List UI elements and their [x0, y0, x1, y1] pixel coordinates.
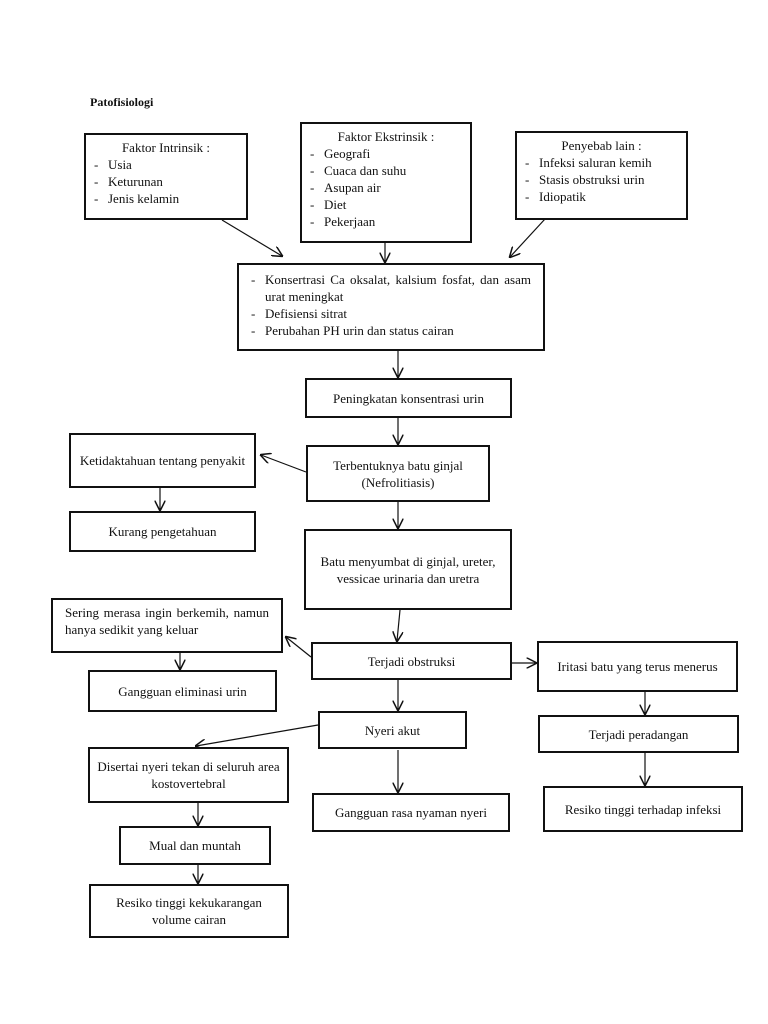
- list-item: -Perubahan PH urin dan status cairan: [251, 323, 454, 338]
- faktor-ekstrinsik-heading: Faktor Ekstrinsik :: [337, 129, 435, 144]
- obstruksi-box: Terjadi obstruksi: [311, 642, 512, 680]
- sering-berkemih-label: Sering merasa ingin berkemih, namun hany…: [65, 605, 269, 637]
- iritasi-box: Iritasi batu yang terus menerus: [537, 641, 738, 692]
- mual-muntah-label: Mual dan muntah: [149, 838, 241, 853]
- list-item-label: Idiopatik: [539, 189, 586, 204]
- arrow-nyeri-to-disertai: [196, 724, 319, 746]
- list-item: -Jenis kelamin: [94, 191, 180, 206]
- list-item-label: Keturunan: [108, 174, 163, 189]
- list-item: -Konsertrasi Ca oksalat, kalsium fosfat,…: [251, 272, 531, 304]
- terbentuk-box: Terbentuknya batu ginjal (Nefrolitiasis): [306, 445, 490, 502]
- list-item: -Geografi: [310, 146, 371, 161]
- list-item-label: Jenis kelamin: [108, 191, 180, 206]
- list-item-label: Diet: [324, 197, 347, 212]
- arrow-intrinsik-to-konsentrasi: [221, 219, 282, 256]
- list-item: -Usia: [94, 157, 132, 172]
- nyaman-nyeri-label: Gangguan rasa nyaman nyeri: [335, 805, 487, 820]
- list-item: -Defisiensi sitrat: [251, 306, 347, 321]
- arrow-penyebab-to-konsentrasi: [510, 218, 546, 257]
- resiko-cairan-label: Resiko tinggi kekukarangan volume cairan: [116, 895, 262, 927]
- list-item-label: Defisiensi sitrat: [265, 306, 347, 321]
- eliminasi-box: Gangguan eliminasi urin: [88, 670, 277, 712]
- disertai-label: Disertai nyeri tekan di seluruh area kos…: [97, 759, 280, 791]
- kurang-pengetahuan-box: Kurang pengetahuan: [69, 511, 256, 552]
- list-item-label: Cuaca dan suhu: [324, 163, 407, 178]
- konsentrasi-box: -Konsertrasi Ca oksalat, kalsium fosfat,…: [237, 263, 545, 351]
- faktor-ekstrinsik-box: Faktor Ekstrinsik : -Geografi -Cuaca dan…: [300, 122, 472, 243]
- list-item-label: Infeksi saluran kemih: [539, 155, 652, 170]
- list-item: -Stasis obstruksi urin: [525, 172, 645, 187]
- list-item-label: Usia: [108, 157, 132, 172]
- list-item-label: Stasis obstruksi urin: [539, 172, 645, 187]
- ketidaktahuan-label: Ketidaktahuan tentang penyakit: [79, 453, 246, 468]
- resiko-cairan-box: Resiko tinggi kekukarangan volume cairan: [89, 884, 289, 938]
- list-item: -Keturunan: [94, 174, 163, 189]
- penyebab-lain-box: Penyebab lain : -Infeksi saluran kemih -…: [515, 131, 688, 220]
- kurang-pengetahuan-label: Kurang pengetahuan: [108, 524, 217, 539]
- list-item: -Infeksi saluran kemih: [525, 155, 652, 170]
- nyeri-akut-box: Nyeri akut: [318, 711, 467, 749]
- nyeri-akut-label: Nyeri akut: [364, 722, 421, 738]
- peningkatan-label: Peningkatan konsentrasi urin: [333, 390, 484, 406]
- ketidaktahuan-box: Ketidaktahuan tentang penyakit: [69, 433, 256, 488]
- disertai-box: Disertai nyeri tekan di seluruh area kos…: [88, 747, 289, 803]
- list-item: -Cuaca dan suhu: [310, 163, 407, 178]
- list-item-label: Konsertrasi Ca oksalat, kalsium fosfat, …: [265, 272, 531, 304]
- page-title: Patofisiologi: [90, 95, 154, 109]
- list-item: -Asupan air: [310, 180, 381, 195]
- penyebab-lain-heading: Penyebab lain :: [561, 138, 642, 153]
- list-item: -Idiopatik: [525, 189, 586, 204]
- list-item: -Diet: [310, 197, 347, 212]
- arrow-terbentuk-to-ketidaktahuan: [261, 455, 307, 473]
- nyaman-nyeri-box: Gangguan rasa nyaman nyeri: [312, 793, 510, 832]
- list-item-label: Asupan air: [324, 180, 381, 195]
- peradangan-label: Terjadi peradangan: [588, 726, 689, 742]
- list-item: -Pekerjaan: [310, 214, 376, 229]
- peradangan-box: Terjadi peradangan: [538, 715, 739, 753]
- mual-muntah-box: Mual dan muntah: [119, 826, 271, 865]
- list-item-label: Pekerjaan: [324, 214, 376, 229]
- peningkatan-box: Peningkatan konsentrasi urin: [305, 378, 512, 418]
- konsentrasi-list: -Konsertrasi Ca oksalat, kalsium fosfat,…: [251, 271, 531, 339]
- penyebab-lain-list: -Infeksi saluran kemih -Stasis obstruksi…: [525, 154, 678, 205]
- iritasi-label: Iritasi batu yang terus menerus: [557, 659, 718, 674]
- sering-berkemih-box: Sering merasa ingin berkemih, namun hany…: [51, 598, 283, 653]
- resiko-infeksi-label: Resiko tinggi terhadap infeksi: [564, 801, 722, 817]
- faktor-intrinsik-list: -Usia -Keturunan -Jenis kelamin: [94, 156, 238, 207]
- obstruksi-label: Terjadi obstruksi: [367, 653, 456, 669]
- list-item-label: Geografi: [324, 146, 371, 161]
- faktor-intrinsik-box: Faktor Intrinsik : -Usia -Keturunan -Jen…: [84, 133, 248, 220]
- eliminasi-label: Gangguan eliminasi urin: [118, 683, 247, 699]
- arrow-menyumbat-to-obstruksi: [397, 609, 400, 641]
- terbentuk-label: Terbentuknya batu ginjal (Nefrolitiasis): [333, 457, 463, 490]
- faktor-ekstrinsik-list: -Geografi -Cuaca dan suhu -Asupan air -D…: [310, 145, 462, 230]
- menyumbat-label: Batu menyumbat di ginjal, ureter, vessic…: [320, 553, 496, 586]
- resiko-infeksi-box: Resiko tinggi terhadap infeksi: [543, 786, 743, 832]
- menyumbat-box: Batu menyumbat di ginjal, ureter, vessic…: [304, 529, 512, 610]
- arrow-obstruksi-to-sering: [286, 637, 312, 658]
- list-item-label: Perubahan PH urin dan status cairan: [265, 323, 454, 338]
- faktor-intrinsik-heading: Faktor Intrinsik :: [121, 140, 211, 155]
